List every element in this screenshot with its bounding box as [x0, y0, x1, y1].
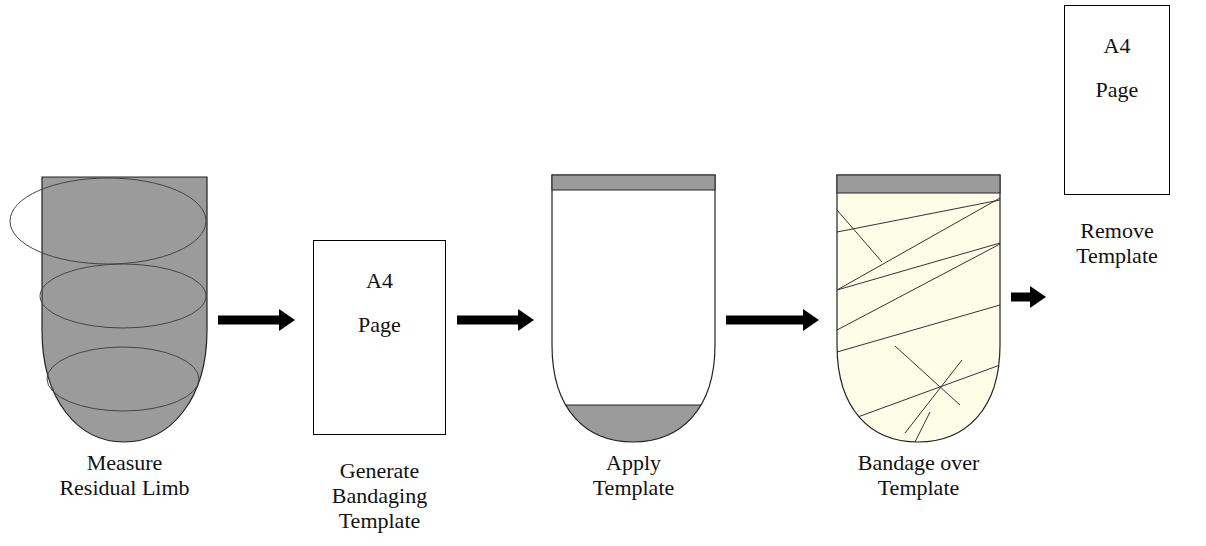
flow-arrow [1011, 286, 1046, 308]
residual-limb [10, 177, 207, 442]
flow-arrow [457, 309, 534, 331]
page-text: A4 Page [1085, 24, 1149, 112]
limb-stage: Measure Residual Limb [42, 177, 207, 442]
step-label: Measure Residual Limb [50, 450, 200, 500]
template-on-limb [540, 175, 730, 455]
bandaged-limb [837, 175, 1000, 442]
step-label: Generate Bandaging Template [324, 458, 436, 533]
template-stage: Apply Template [552, 175, 715, 442]
bandage-stage: Bandage over Template [837, 175, 1000, 442]
page-box: A4 PageGenerate Bandaging Template [313, 240, 446, 435]
flow-arrow [726, 309, 819, 331]
step-label: Apply Template [584, 450, 684, 500]
page-text: A4 Page [348, 259, 412, 347]
page-box: A4 PageRemove Template [1064, 5, 1170, 195]
flow-arrow [218, 309, 295, 331]
step-label: Bandage over Template [844, 450, 994, 500]
step-label: Remove Template [1067, 218, 1167, 268]
